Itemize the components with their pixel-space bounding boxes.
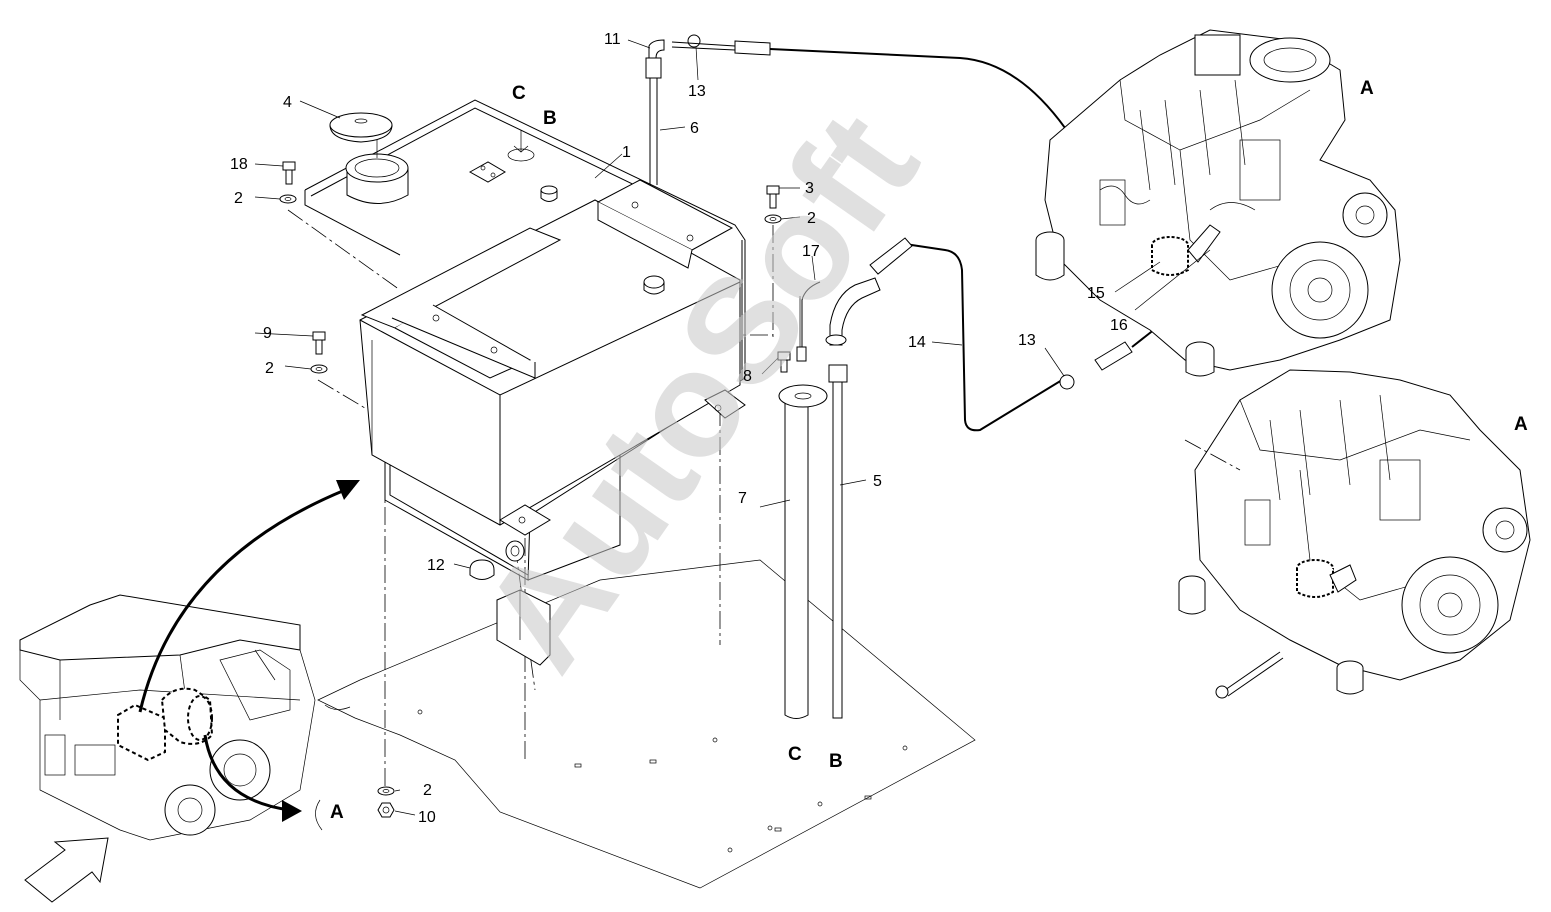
engine-illustration-main: [1035, 29, 1401, 377]
callout-15: 15: [1087, 285, 1105, 302]
callout-13: 13: [1018, 332, 1036, 349]
engine-illustration-secondary: [1178, 369, 1531, 699]
callout-11: 11: [604, 31, 621, 48]
fuel-pipe-6: [645, 39, 665, 185]
ref-a-engine-bottom: A: [1514, 414, 1528, 435]
ref-c-bottom: C: [788, 744, 802, 765]
suction-pipe-5: [825, 277, 881, 719]
callout-7: 7: [738, 490, 747, 507]
ref-b-bottom: B: [829, 751, 843, 772]
reference-letters: C B C B A A A: [330, 78, 1528, 823]
callout-6: 6: [690, 120, 699, 137]
callout-4: 4: [283, 94, 292, 111]
vehicle-overview: [19, 594, 316, 841]
callout-2: 2: [423, 782, 432, 799]
callout-16: 16: [1110, 317, 1128, 334]
grommet-b: [540, 185, 558, 202]
callout-12: 12: [427, 557, 445, 574]
callout-2: 2: [265, 360, 274, 377]
callout-14: 14: [908, 334, 926, 351]
callout-18: 18: [230, 156, 248, 173]
bolt-18: [282, 161, 296, 185]
leader-lines: [254, 39, 1211, 816]
ref-b-top: B: [543, 108, 557, 129]
callout-labels: 1 2 2 2 2 3 4 5 6 7 8 9 10 11 12 13 13 1…: [230, 31, 1128, 826]
fuel-line-14: [769, 48, 1161, 432]
callout-13: 13: [688, 83, 706, 100]
nut-10: [377, 802, 395, 818]
washer-2-lower: [377, 786, 395, 796]
callout-10: 10: [418, 809, 436, 826]
callout-17: 17: [802, 243, 820, 260]
callout-5: 5: [873, 473, 882, 490]
hose-clamp-13-top: [671, 34, 771, 56]
bolt-9: [312, 331, 326, 355]
ref-c-top: C: [512, 83, 526, 104]
callout-3: 3: [805, 180, 814, 197]
callout-2: 2: [234, 190, 243, 207]
drain-bracket: [496, 589, 551, 666]
bolt-3: [766, 185, 780, 209]
washer-2-upper: [279, 194, 297, 204]
fuel-level-sender-7: [778, 281, 828, 719]
drain-plug-12: [469, 540, 525, 580]
washer-2-middle: [310, 364, 328, 374]
callout-1: 1: [622, 144, 631, 161]
vent-c: [507, 130, 535, 162]
fuel-cap: [329, 112, 393, 143]
callout-2: 2: [807, 210, 816, 227]
callout-9: 9: [263, 325, 272, 342]
ref-a-vehicle: A: [330, 802, 344, 823]
location-arrows: [24, 480, 360, 903]
callout-8: 8: [743, 368, 752, 385]
bolt-8: [777, 351, 791, 373]
filler-neck: [345, 140, 409, 204]
fuel-tank: [359, 161, 746, 536]
ref-a-engine-top: A: [1360, 78, 1374, 99]
